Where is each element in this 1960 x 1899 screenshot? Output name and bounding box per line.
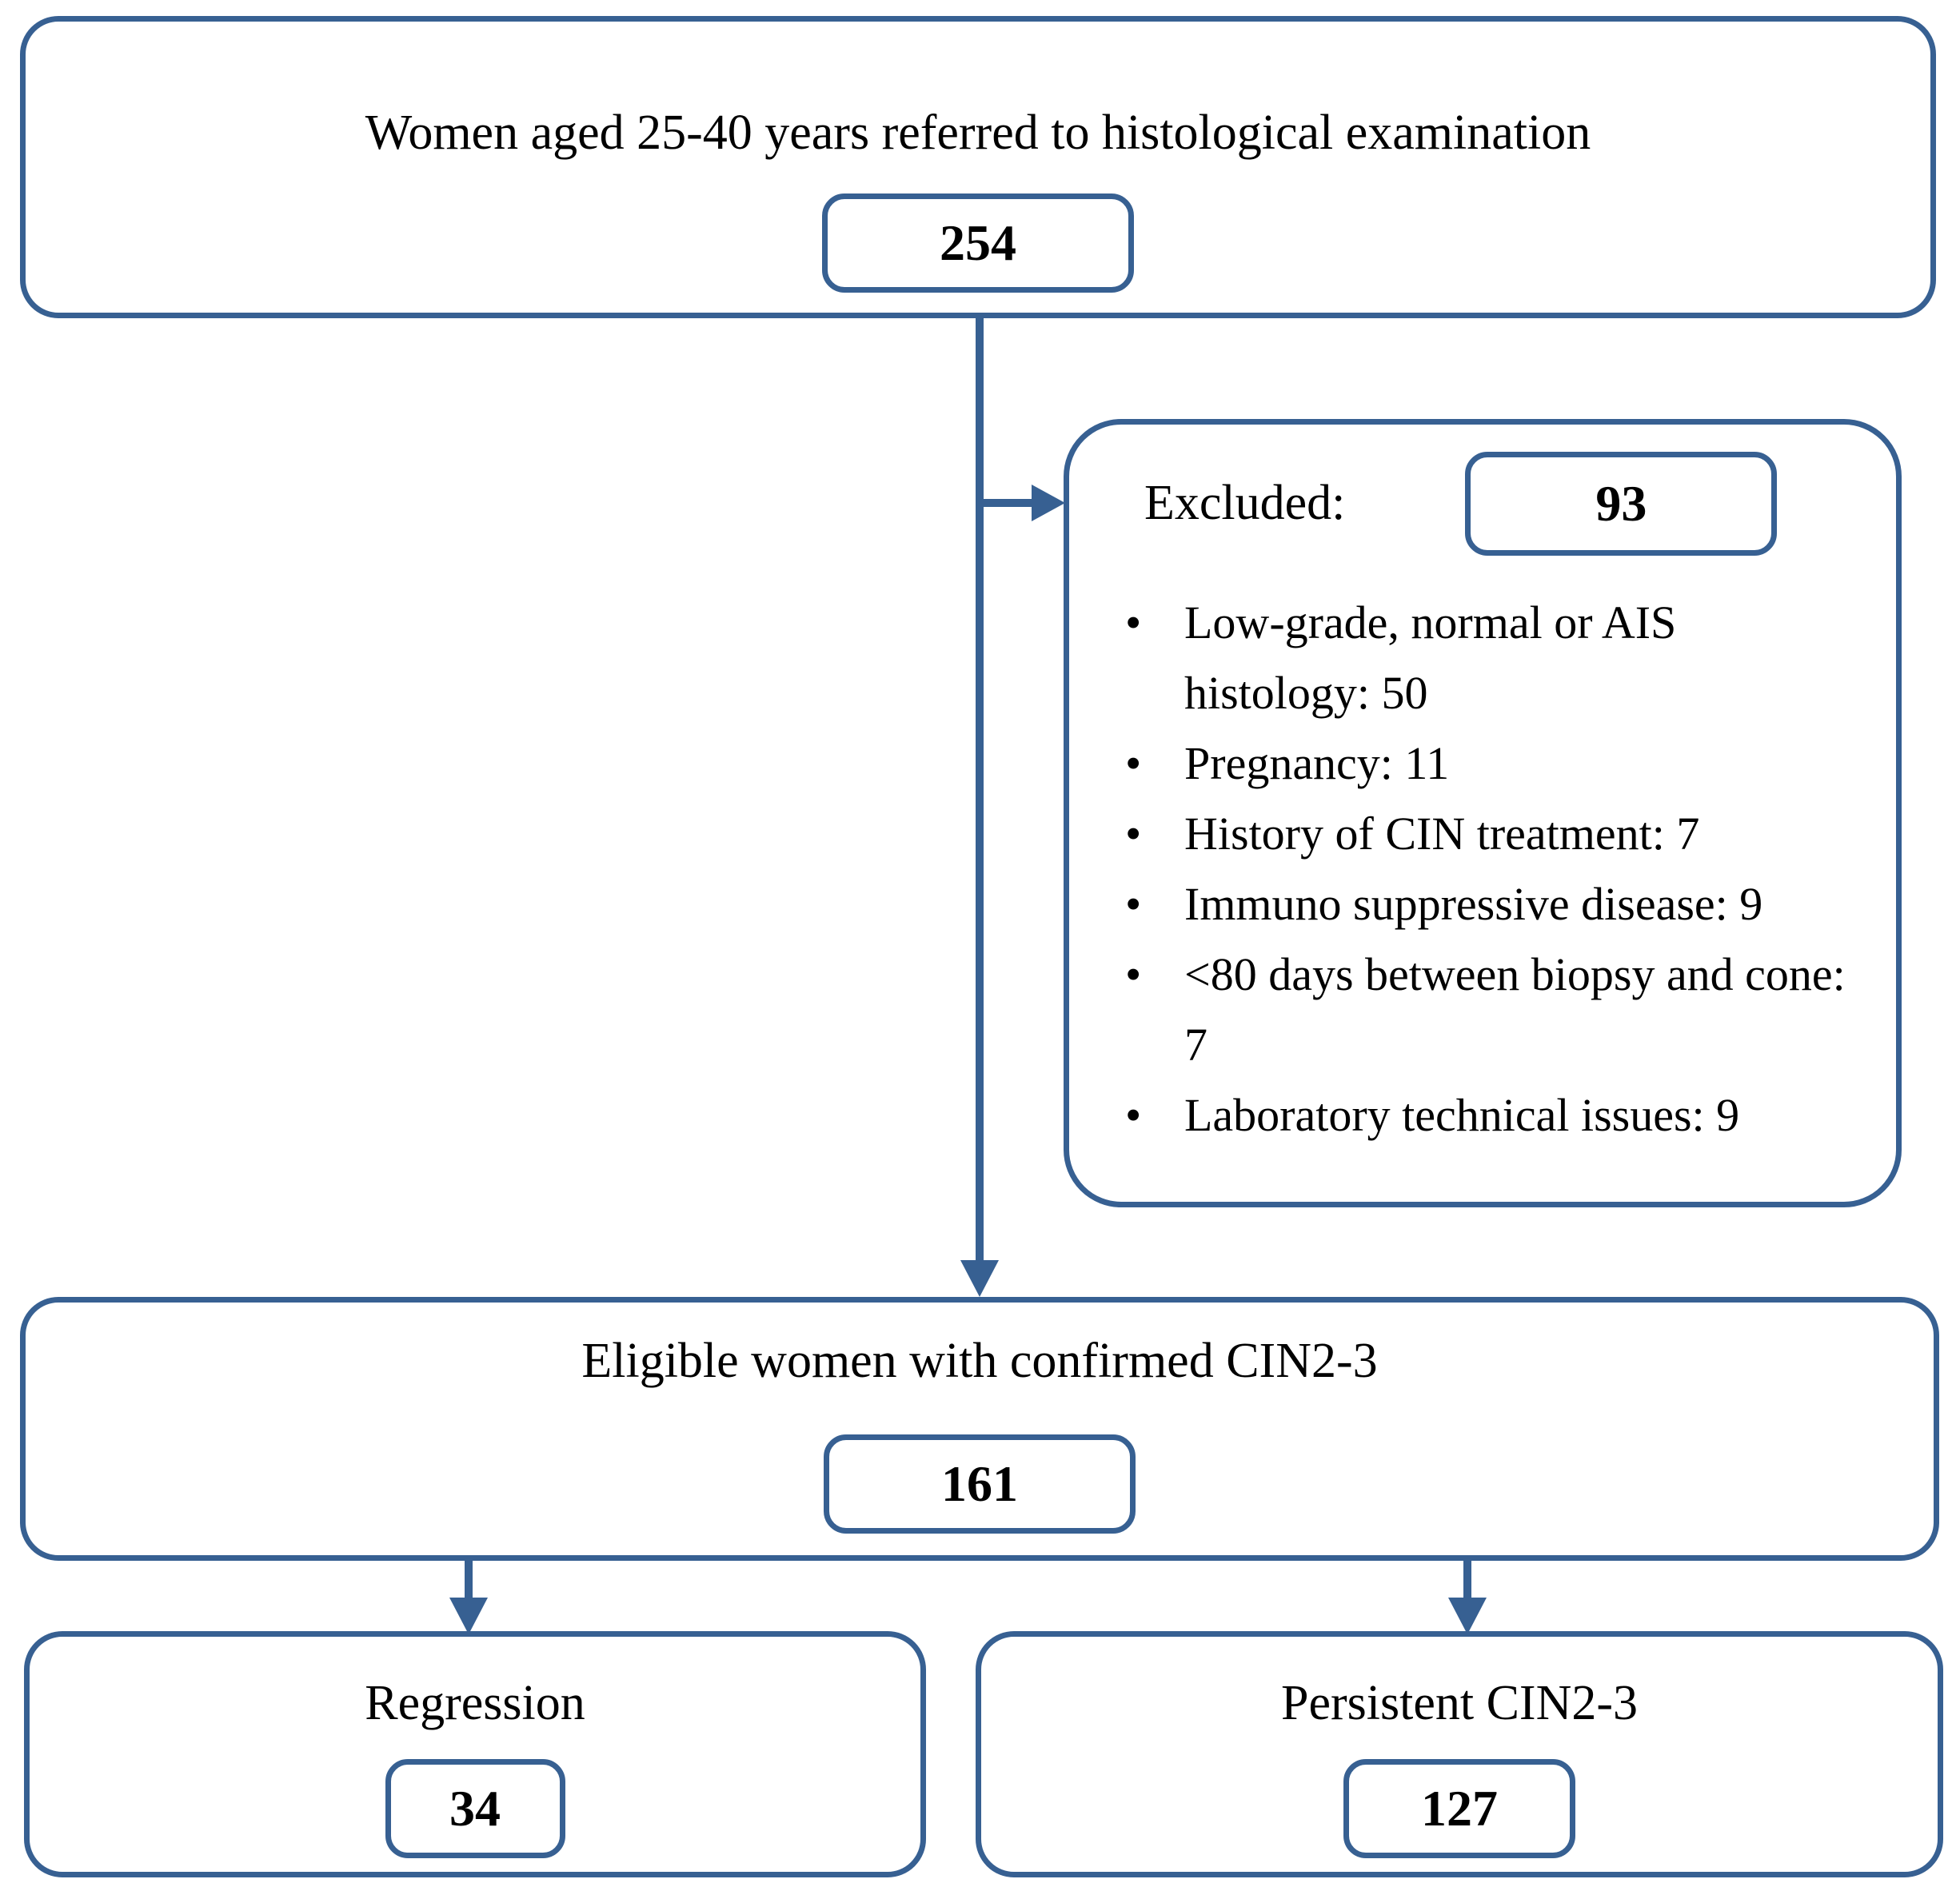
- node-regression-count: 34: [385, 1759, 565, 1859]
- node-referred-women: Women aged 25-40 years referred to histo…: [20, 16, 1936, 318]
- connector-main-vertical-line: [976, 318, 984, 1262]
- excluded-reason-item: Immuno suppressive disease: 9: [1120, 869, 1864, 940]
- node-excluded-label: Excluded:: [1144, 476, 1346, 531]
- connector-excluded-branch-line: [976, 499, 1033, 507]
- connector-persistent-line: [1463, 1561, 1471, 1601]
- node-persistent-cin-count: 127: [1343, 1759, 1575, 1859]
- excluded-reason-item: <80 days between biopsy and cone: 7: [1120, 940, 1864, 1080]
- node-referred-women-label: Women aged 25-40 years referred to histo…: [365, 106, 1591, 160]
- node-regression-label: Regression: [365, 1676, 585, 1730]
- node-persistent-cin: Persistent CIN2-3 127: [976, 1631, 1943, 1877]
- arrow-down-icon: [449, 1598, 488, 1634]
- node-eligible-women-count: 161: [824, 1434, 1136, 1534]
- node-regression: Regression 34: [24, 1631, 926, 1877]
- excluded-reason-item: Pregnancy: 11: [1120, 728, 1864, 799]
- node-eligible-women: Eligible women with confirmed CIN2-3 161: [20, 1297, 1939, 1561]
- arrow-down-icon: [960, 1260, 999, 1297]
- node-referred-women-count: 254: [822, 193, 1134, 293]
- node-persistent-cin-label: Persistent CIN2-3: [1280, 1676, 1639, 1730]
- connector-regression-line: [465, 1561, 473, 1601]
- excluded-reason-item: Laboratory technical issues: 9: [1120, 1080, 1864, 1151]
- node-excluded-header: Excluded: 93: [1120, 452, 1864, 556]
- node-excluded-count: 93: [1465, 452, 1778, 556]
- excluded-reason-item: History of CIN treatment: 7: [1120, 799, 1864, 869]
- excluded-reasons-list: Low-grade, normal or AIS histology: 50 P…: [1120, 588, 1864, 1151]
- node-excluded: Excluded: 93 Low-grade, normal or AIS hi…: [1064, 419, 1902, 1207]
- arrow-right-icon: [1032, 485, 1065, 521]
- arrow-down-icon: [1448, 1598, 1487, 1634]
- excluded-reason-item: Low-grade, normal or AIS histology: 50: [1120, 588, 1864, 728]
- node-eligible-women-label: Eligible women with confirmed CIN2-3: [581, 1334, 1378, 1388]
